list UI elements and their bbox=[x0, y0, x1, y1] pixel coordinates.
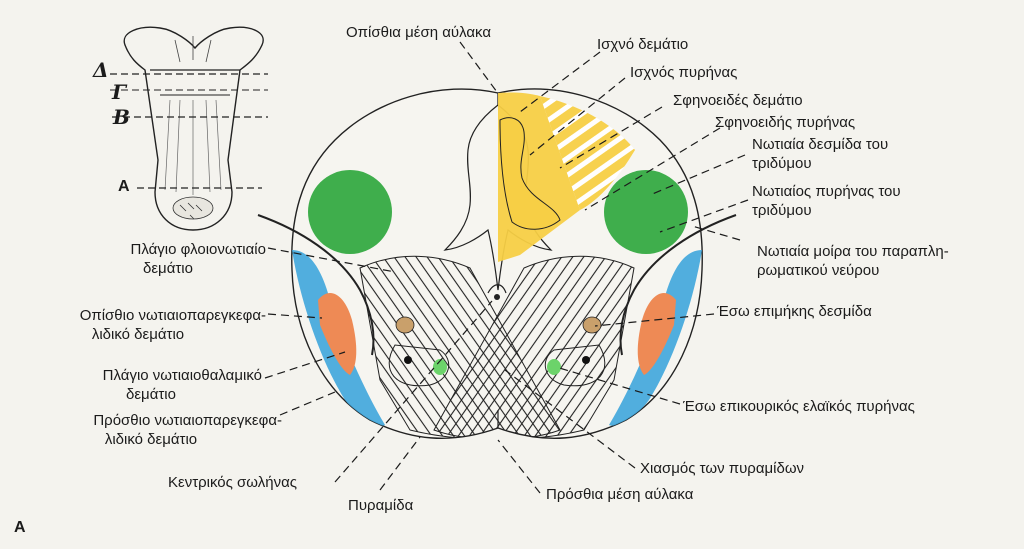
label-pyramidal-decussation: Χιασμός των πυραμίδων bbox=[640, 460, 805, 477]
label-lateral-spinothalamic: Πλάγιο νωτιαιοθαλαμικό δεμάτιο bbox=[40, 366, 262, 404]
leader-lines bbox=[264, 41, 749, 494]
label-line: τριδύμου bbox=[752, 155, 812, 172]
trigeminal-green-left bbox=[308, 170, 392, 254]
label-fasciculus-cuneatus: Σφηνοειδές δεμάτιο bbox=[673, 92, 803, 109]
label-line: λιδικό δεμάτιο bbox=[91, 326, 185, 343]
pyramid-hatch-right bbox=[433, 255, 635, 439]
label-pyramid: Πυραμίδα bbox=[348, 497, 414, 514]
label-fasciculus-gracilis: Ισχνό δεμάτιο bbox=[597, 36, 689, 53]
medulla-section bbox=[257, 88, 737, 439]
level-letter-beta: Β bbox=[113, 105, 130, 129]
label-posterior-spinocerebellar: Οπίσθιο νωτιαιοπαρεγκεφα- λιδικό δεμάτιο bbox=[10, 306, 266, 344]
level-letter-alpha: Α bbox=[118, 178, 130, 195]
gracilis-nucleus-outline bbox=[499, 117, 561, 230]
label-anterior-median-fissure: Πρόσθια μέση αύλακα bbox=[546, 486, 694, 503]
label-line: Πλάγιο νωτιαιοθαλαμικό bbox=[102, 367, 262, 384]
olive-left bbox=[433, 359, 447, 375]
label-line: Οπίσθιο νωτιαιοπαρεγκεφα- bbox=[79, 307, 266, 324]
label-nucleus-cuneatus: Σφηνοειδής πυρήνας bbox=[715, 114, 856, 131]
label-line: Νωτιαία δεσμίδα του bbox=[752, 136, 889, 153]
level-letter-delta: Δ bbox=[93, 58, 109, 82]
label-medial-accessory-olive: Έσω επικουρικός ελαϊκός πυρήνας bbox=[683, 398, 915, 415]
label-line: δεμάτιο bbox=[143, 260, 193, 277]
label-line: Πρόσθιο νωτιαιοπαρεγκεφα- bbox=[93, 412, 282, 429]
label-line: λιδικό δεμάτιο bbox=[104, 431, 198, 448]
label-line: τριδύμου bbox=[752, 202, 812, 219]
label-central-canal: Κεντρικός σωλήνας bbox=[168, 474, 297, 491]
mlf-right bbox=[582, 316, 602, 334]
figure-letter: A bbox=[14, 519, 26, 536]
label-nucleus-gracilis: Ισχνός πυρήνας bbox=[630, 64, 738, 81]
orange-right bbox=[637, 292, 676, 375]
label-line: Πλάγιο φλοιονωτιαίο bbox=[130, 241, 266, 258]
label-line: Νωτιαίος πυρήνας του bbox=[752, 183, 901, 200]
trigeminal-green-right bbox=[604, 170, 688, 254]
mlf-left bbox=[395, 316, 415, 334]
label-spinal-accessory-nerve: Νωτιαία μοίρα του παραπλη- ρωματικού νεύ… bbox=[757, 242, 949, 280]
label-line: Νωτιαία μοίρα του παραπλη- bbox=[757, 243, 949, 260]
brainstem-inset bbox=[110, 26, 268, 231]
label-lateral-corticospinal: Πλάγιο φλοιονωτιαίο δεμάτιο bbox=[70, 240, 266, 278]
olive-right bbox=[547, 359, 561, 375]
label-anterior-spinocerebellar: Πρόσθιο νωτιαιοπαρεγκεφα- λιδικό δεμάτιο bbox=[20, 411, 282, 449]
label-line: ρωματικού νεύρου bbox=[757, 262, 880, 279]
label-line: δεμάτιο bbox=[126, 386, 176, 403]
label-medial-longitudinal-fasciculus: Έσω επιμήκης δεσμίδα bbox=[717, 303, 872, 320]
cuneatus-hatched bbox=[540, 96, 635, 210]
label-spinal-tract-trigeminal: Νωτιαία δεσμίδα του τριδύμου bbox=[752, 135, 888, 173]
label-posterior-median-sulcus: Οπίσθια μέση αύλακα bbox=[346, 24, 492, 41]
level-letter-gamma: Γ bbox=[112, 80, 127, 104]
orange-left bbox=[318, 292, 357, 375]
label-spinal-nucleus-trigeminal: Νωτιαίος πυρήνας του τριδύμου bbox=[752, 182, 901, 220]
